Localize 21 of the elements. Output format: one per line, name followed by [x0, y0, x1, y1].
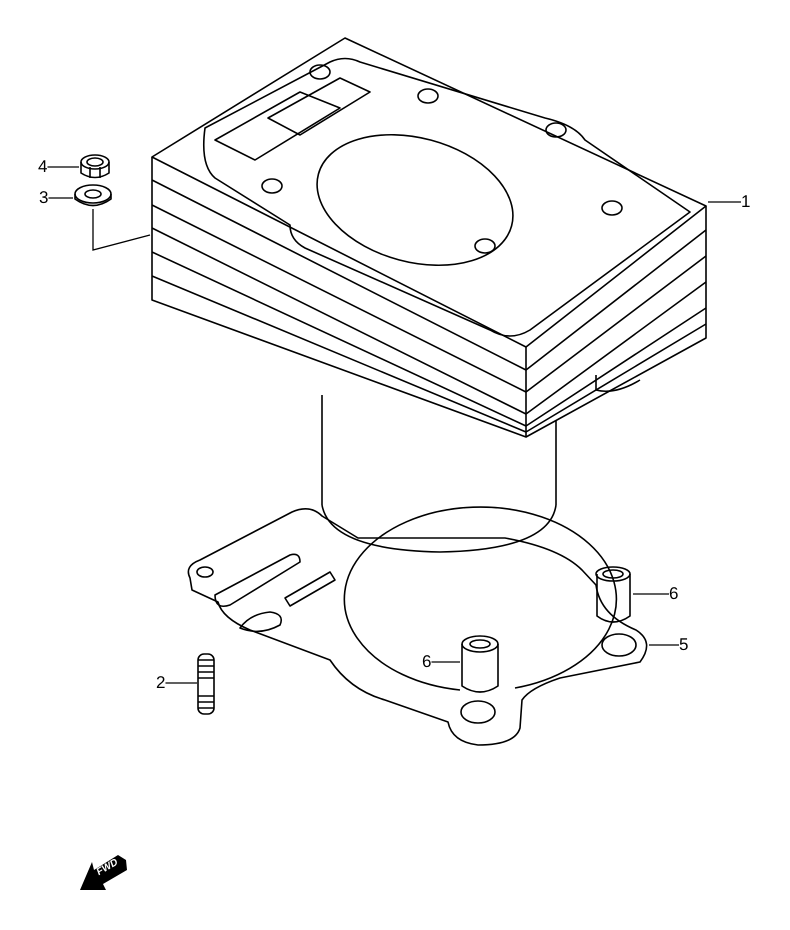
callout-number: 3	[39, 188, 48, 208]
callout-number: 6	[669, 584, 678, 604]
callout-number: 1	[741, 192, 750, 212]
leader-line	[92, 209, 150, 251]
callout-number: 4	[38, 157, 48, 177]
leader-line	[47, 166, 79, 168]
nut-drawing	[79, 154, 111, 180]
callout-number: 6	[422, 652, 432, 672]
washer-drawing	[73, 183, 113, 209]
leader-line	[649, 644, 679, 646]
dowel-pin-drawing	[594, 566, 633, 624]
callout-number: 5	[679, 635, 688, 655]
callout-number: 2	[156, 673, 166, 693]
leader-line	[165, 682, 197, 684]
stud-bolt-drawing	[197, 651, 215, 717]
dowel-pin-drawing	[460, 633, 500, 694]
direction-label: FWD	[96, 856, 120, 878]
leader-line	[48, 197, 73, 199]
leader-line	[431, 661, 460, 663]
leader-line	[708, 201, 741, 203]
leader-line	[633, 593, 669, 595]
